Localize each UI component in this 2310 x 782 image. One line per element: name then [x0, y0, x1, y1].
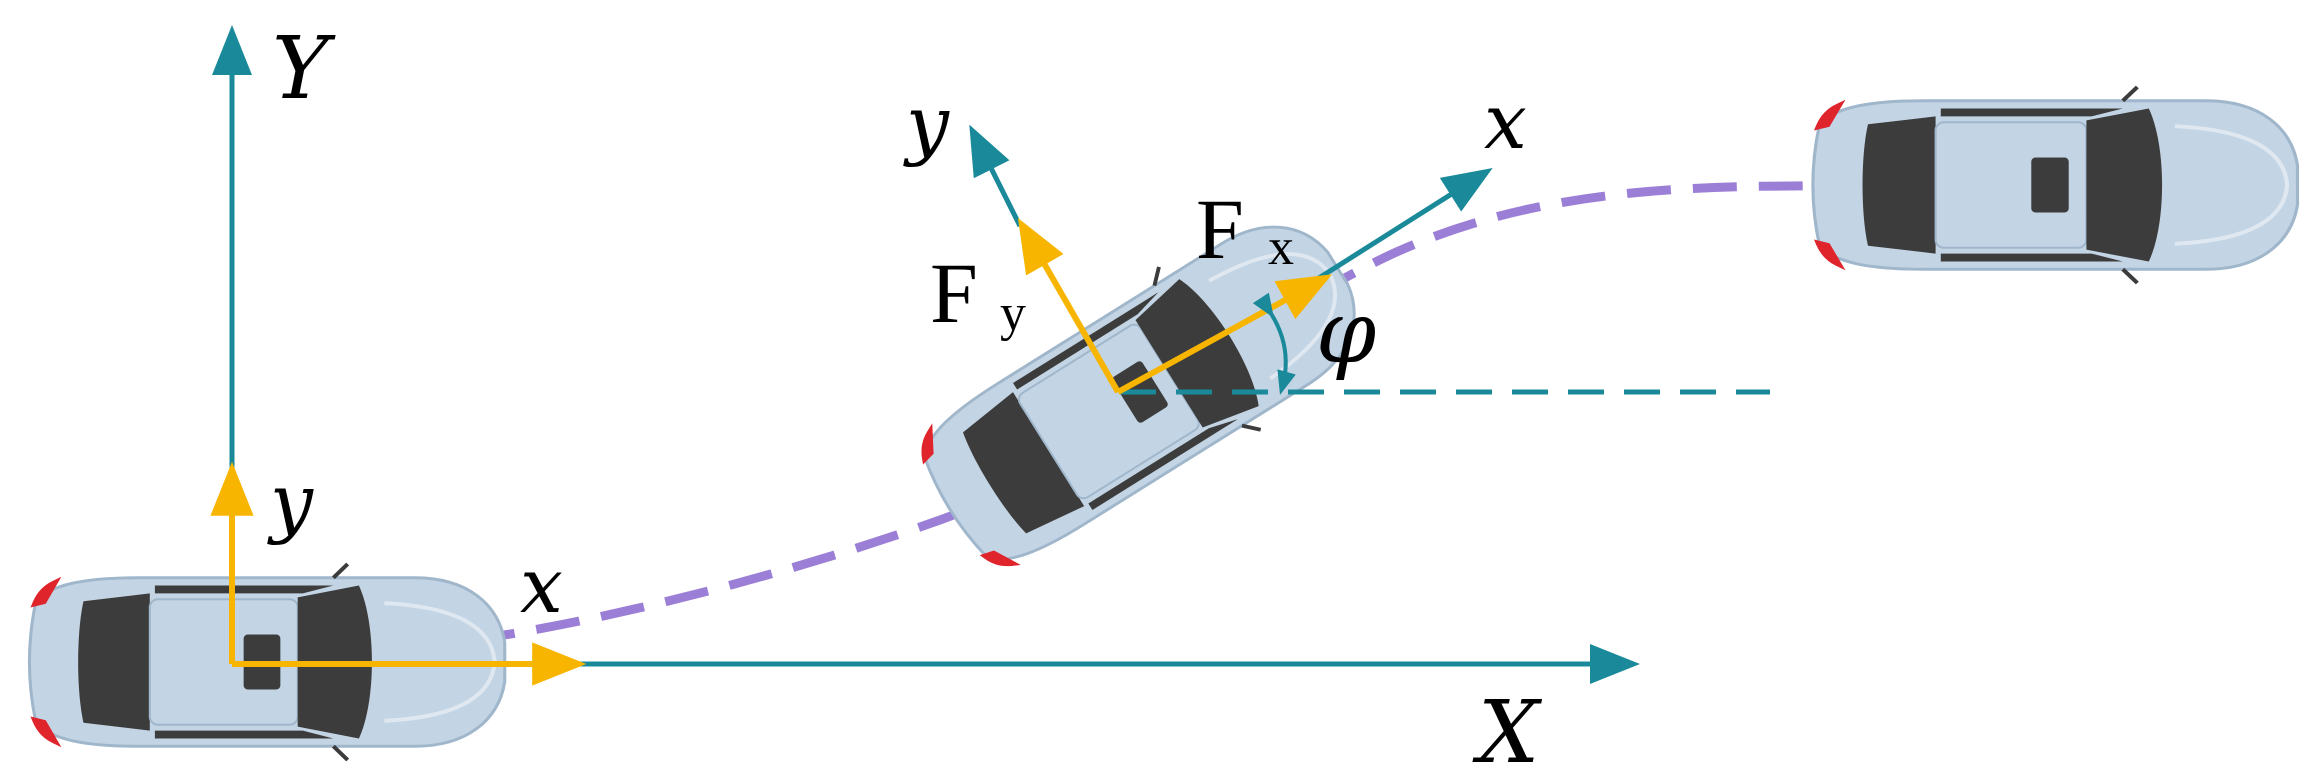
- yaw-angle-arc: [1252, 292, 1296, 395]
- global-y-label: Y: [272, 19, 336, 119]
- start-y-label: y: [267, 457, 314, 546]
- body-x-label: x: [1484, 77, 1527, 166]
- svg-text:x: x: [1268, 219, 1294, 276]
- start-x-label: x: [520, 541, 563, 630]
- car-end-icon: [1813, 87, 2298, 283]
- force-x-label: F x: [1196, 181, 1294, 277]
- svg-text:y: y: [1000, 285, 1026, 342]
- force-y-vector: [1017, 217, 1121, 394]
- force-y-label: F y: [930, 245, 1026, 342]
- global-x-label: X: [1472, 683, 1543, 782]
- body-x-axis: [1298, 167, 1493, 293]
- body-y-label: y: [903, 79, 950, 168]
- svg-text:F: F: [1196, 181, 1244, 277]
- svg-text:F: F: [930, 245, 978, 341]
- yaw-angle-label: φ: [1316, 283, 1376, 383]
- body-y-axis: [969, 124, 1023, 228]
